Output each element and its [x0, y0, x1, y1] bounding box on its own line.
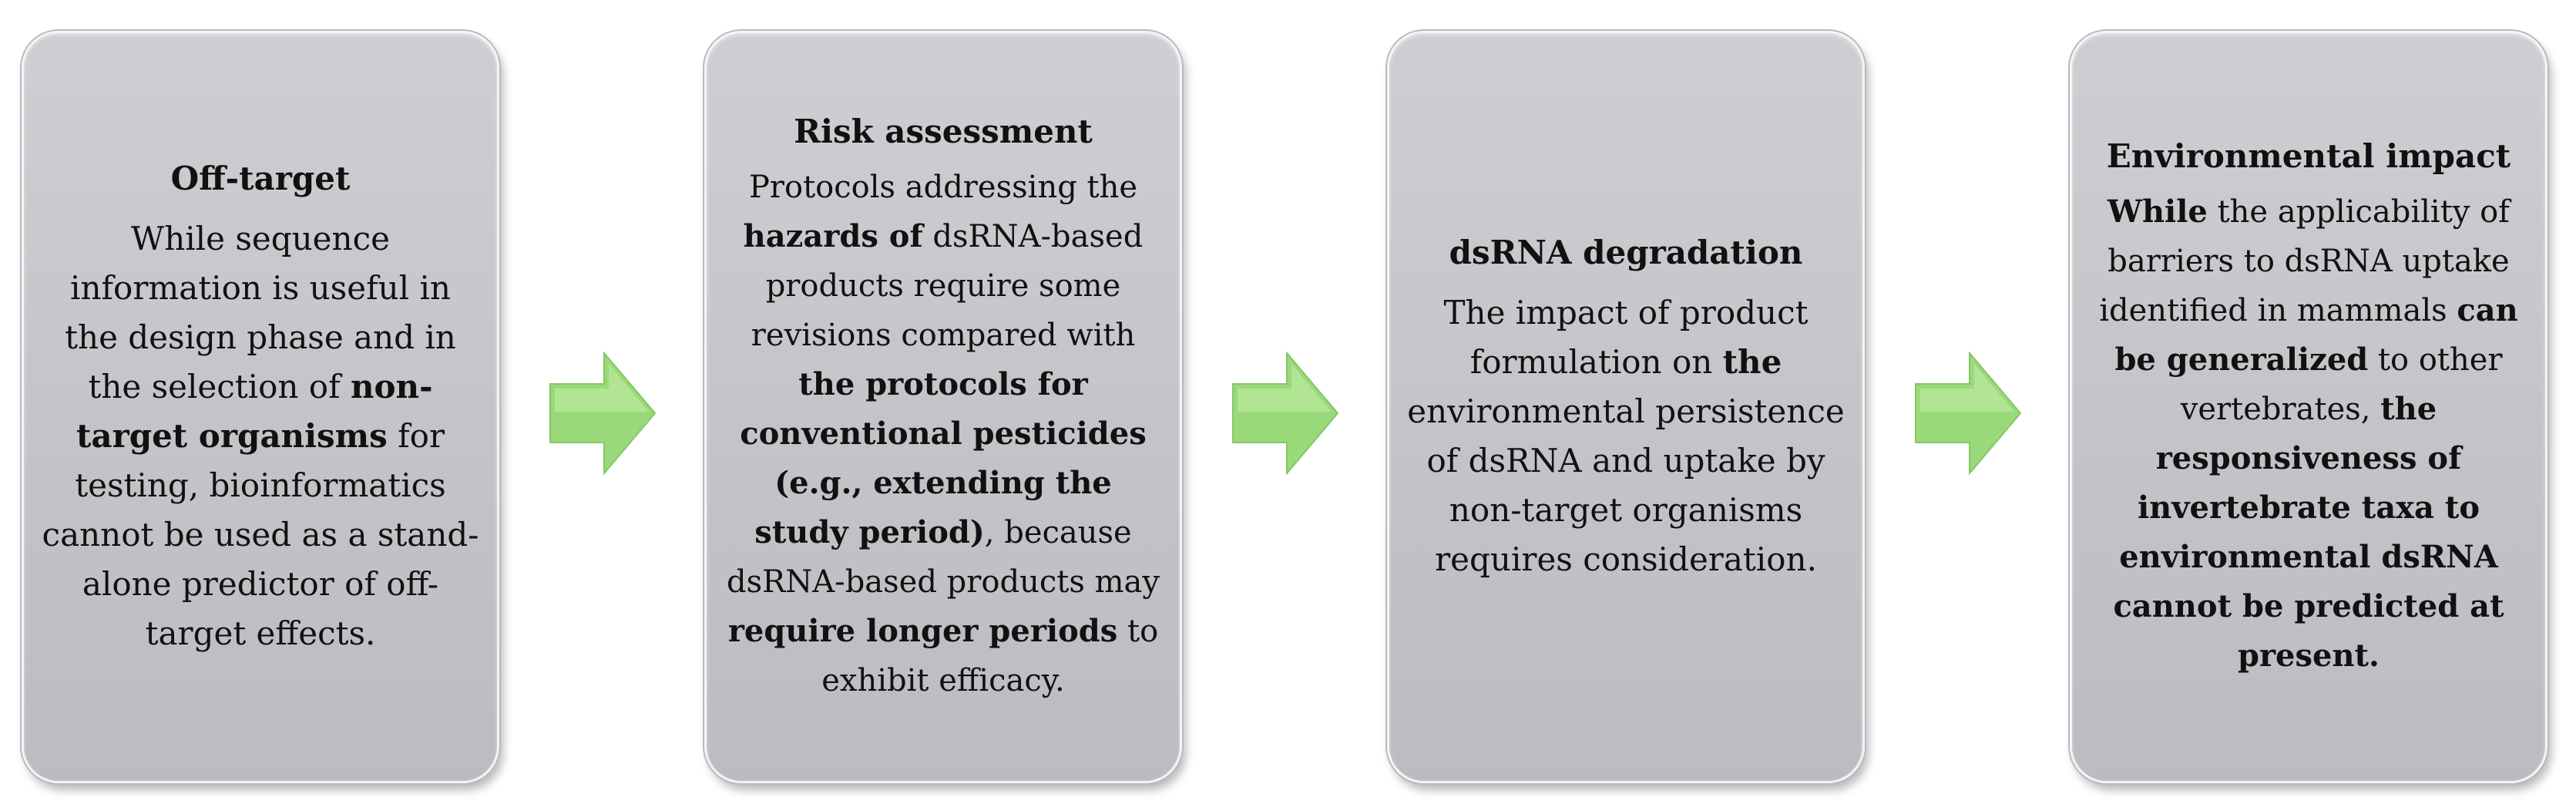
emphasized-text: can be generalized	[2114, 292, 2518, 378]
body-text: environmental persistence of dsRNA and u…	[1407, 392, 1845, 578]
emphasized-text: non-target organisms	[76, 368, 433, 455]
step-title: dsRNA degradation	[1449, 234, 1803, 271]
body-text: The impact of product formulation on	[1443, 294, 1809, 381]
emphasized-text: the	[1722, 343, 1782, 381]
step-box-off-target: Off-target While sequence information is…	[22, 31, 499, 783]
right-arrow-icon	[1231, 352, 1339, 475]
step-title: Off-target	[170, 160, 351, 197]
step-box-risk-assessment: Risk assessment Protocols addressing the…	[704, 31, 1182, 783]
emphasized-text: the responsiveness of invertebrate taxa …	[2113, 391, 2504, 674]
step-box-dsrna-degradation: dsRNA degradation The impact of product …	[1387, 31, 1865, 783]
step-description: Protocols addressing the hazards of dsRN…	[724, 163, 1163, 705]
emphasized-text: require longer periods	[727, 613, 1118, 649]
body-text: the applicability of barriers to dsRNA u…	[2099, 194, 2510, 328]
step-title: Environmental impact	[2106, 137, 2511, 175]
step-description: While the applicability of barriers to d…	[2089, 187, 2528, 681]
body-text: , because dsRNA-based products may	[727, 515, 1160, 600]
step-title: Risk assessment	[794, 113, 1093, 150]
right-arrow-icon	[549, 352, 657, 475]
step-description: While sequence information is useful in …	[41, 214, 480, 658]
emphasized-text: While	[2107, 193, 2208, 230]
emphasized-text: hazards of	[743, 218, 923, 254]
body-text: to other vertebrates,	[2180, 342, 2503, 427]
body-text: for testing, bioinformatics cannot be us…	[42, 417, 479, 652]
body-text: dsRNA-based products require some revisi…	[751, 219, 1144, 353]
right-arrow-icon	[1914, 352, 2022, 475]
emphasized-text: the protocols for conventional pesticide…	[740, 366, 1147, 550]
step-box-environmental-impact: Environmental impact While the applicabi…	[2070, 31, 2547, 783]
body-text: to exhibit efficacy.	[821, 614, 1159, 698]
body-text: While sequence information is useful in …	[65, 220, 456, 406]
step-description: The impact of product formulation on the…	[1406, 288, 1846, 584]
body-text: Protocols addressing the	[748, 170, 1138, 205]
